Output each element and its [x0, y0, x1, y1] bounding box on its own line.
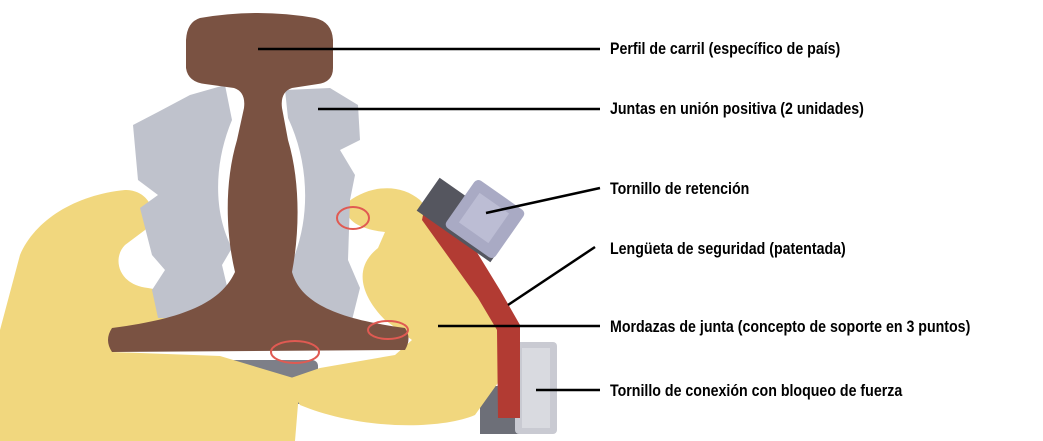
retaining-bolt	[416, 177, 525, 263]
label-rail-profile: Perfil de carril (específico de país)	[610, 40, 841, 58]
right-joint-bar	[280, 88, 360, 320]
contact-mark-right	[367, 320, 409, 340]
left-joint-bar	[133, 85, 235, 320]
rail-profile	[108, 13, 409, 352]
label-connection-bolt: Tornillo de conexión con bloqueo de fuer…	[610, 382, 903, 400]
leader-lines	[258, 47, 601, 392]
label-joint-bars: Juntas en unión positiva (2 unidades)	[610, 100, 864, 118]
contact-marks	[270, 206, 409, 364]
label-retaining-bolt: Tornillo de retención	[610, 180, 750, 198]
leader-line-retaining-bolt	[485, 186, 601, 215]
label-clamp-jaws: Mordazas de junta (concepto de soporte e…	[610, 318, 971, 336]
leader-line-safety-tab	[507, 245, 596, 307]
contact-mark-lower	[270, 340, 320, 364]
contact-mark-upper	[336, 206, 370, 230]
label-safety-tab: Lengüeta de seguridad (patentada)	[610, 240, 846, 258]
left-clamp-jaw	[0, 190, 300, 441]
safety-tab	[422, 192, 520, 418]
joint-bars	[133, 85, 360, 320]
